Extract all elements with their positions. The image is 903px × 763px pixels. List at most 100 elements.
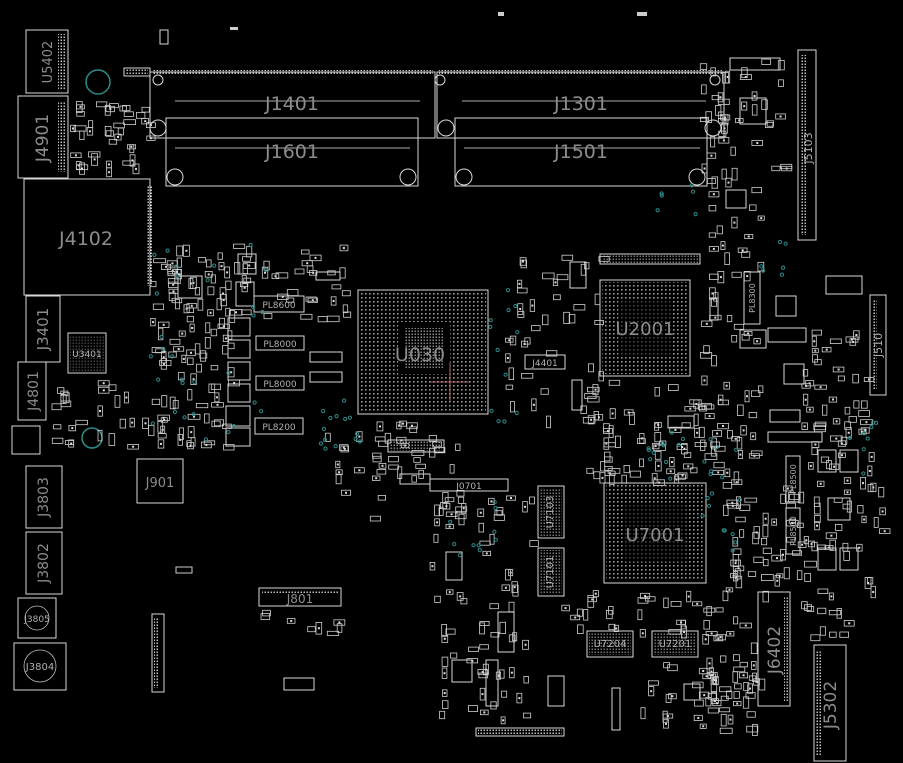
smd-part — [428, 435, 437, 442]
smd-part — [748, 453, 760, 459]
gpu-u7001[interactable]: U7001 — [603, 482, 707, 584]
smd-pad — [809, 464, 812, 467]
chip-u7204[interactable]: U7204 — [586, 630, 634, 658]
smd-pad — [358, 435, 361, 438]
smd-part — [181, 354, 187, 364]
smd-pad — [867, 581, 870, 584]
jack-j3805[interactable]: J3805 — [17, 597, 57, 639]
smd-pad — [816, 524, 818, 527]
cpu-socket-u0301[interactable]: U030 — [357, 289, 489, 415]
smd-part — [807, 540, 815, 548]
smd-part — [761, 538, 768, 546]
port-j4102[interactable]: J4102 — [23, 178, 152, 296]
connector-j6402[interactable]: J6402 — [757, 591, 791, 707]
via — [690, 189, 696, 194]
smd-pad — [185, 249, 188, 252]
chip-u3401[interactable]: U3401 — [67, 332, 107, 374]
smd-pad — [669, 470, 672, 473]
via — [778, 239, 783, 245]
audio-jack-j3802[interactable]: J3802 — [25, 531, 63, 595]
smd-part — [814, 502, 821, 515]
connector-j901[interactable]: J901 — [136, 458, 184, 504]
smd-part — [863, 377, 875, 382]
smd-pad — [190, 351, 192, 354]
chip-u7201[interactable]: U7201 — [651, 630, 699, 658]
inductor-pl8600[interactable]: PL8600 — [253, 295, 305, 313]
smd-part — [508, 367, 514, 380]
j3401-label: J3401 — [34, 308, 52, 352]
smd-pad — [448, 591, 451, 594]
smd-pad — [705, 675, 708, 678]
smd-pad — [531, 304, 534, 307]
smd-pad — [189, 444, 192, 447]
smd-part — [801, 422, 808, 430]
inductor-pl8200[interactable]: PL8200 — [254, 417, 304, 435]
connector-j4401[interactable]: J4401 — [524, 354, 566, 370]
jack-j3804[interactable]: J3804 — [13, 642, 67, 691]
usb-port-u5402[interactable]: U5402 — [25, 29, 69, 94]
smd-part — [553, 294, 561, 301]
smd-part — [505, 384, 514, 390]
smd-part — [227, 367, 235, 378]
inductor-pl8500a[interactable]: PL8500 — [785, 455, 801, 503]
smd-pad — [497, 674, 500, 677]
chip-u7101[interactable]: U7101 — [537, 547, 565, 597]
smd-pad — [332, 300, 335, 302]
smd-pad — [131, 159, 134, 162]
connector-j5302[interactable]: J5302 — [813, 644, 847, 762]
smd-pad — [719, 96, 722, 99]
smd-part — [692, 601, 703, 607]
smd-part — [860, 476, 866, 490]
connector-j801[interactable]: J801 — [258, 587, 342, 607]
connector-j5101[interactable]: J510 — [869, 294, 887, 396]
smd-pad — [753, 95, 756, 97]
smd-part — [753, 556, 764, 563]
chipset-u2001[interactable]: U2001 — [599, 279, 691, 377]
ethernet-port-j4901[interactable]: J4901 — [17, 95, 69, 179]
smd-pad — [724, 118, 727, 121]
smd-part — [654, 421, 662, 428]
smd-part — [726, 631, 735, 637]
j1301-label: J1301 — [553, 93, 608, 115]
connector-j4801[interactable]: J4801 — [17, 361, 47, 421]
smd-part — [730, 559, 741, 567]
memory-slot-j1401[interactable]: J1401 — [149, 70, 436, 139]
smd-pad — [717, 637, 720, 640]
smd-part — [668, 693, 677, 700]
connector-j0701[interactable]: J0701 — [429, 478, 509, 492]
smd-part — [654, 451, 662, 460]
smd-pad — [222, 325, 225, 328]
inductor-pl8300[interactable]: PL8300 — [743, 271, 761, 325]
smd-part — [455, 443, 461, 451]
smd-part — [438, 506, 444, 516]
smd-part — [445, 511, 458, 517]
smd-pad — [125, 396, 128, 399]
smd-part — [51, 403, 62, 411]
smd-part — [376, 421, 384, 432]
smd-part — [763, 559, 769, 567]
connector-j3401[interactable]: J3401 — [25, 295, 61, 363]
smd-part — [542, 314, 549, 326]
smd-part — [703, 345, 710, 354]
memory-slot-j1501[interactable]: J1501 — [454, 117, 708, 187]
smd-part — [242, 262, 256, 269]
smd-part — [837, 375, 845, 382]
inductor-pl8000a[interactable]: PL8000 — [255, 335, 305, 351]
memory-slot-j1301[interactable]: J1301 — [436, 70, 725, 139]
smd-pad — [522, 260, 524, 263]
smd-pad — [152, 321, 154, 324]
smd-pad — [731, 504, 734, 507]
connector-j5103[interactable]: J5103 — [797, 49, 817, 241]
memory-slot-j1601[interactable]: J1601 — [165, 117, 419, 187]
smd-pad — [518, 282, 521, 285]
inductor-pl8000b[interactable]: PL8000 — [255, 375, 305, 391]
smd-part — [733, 471, 740, 484]
smd-pad — [445, 505, 448, 508]
chip-u7103[interactable]: U7103 — [537, 485, 565, 539]
smd-part — [771, 518, 777, 526]
smd-pad — [481, 671, 484, 673]
smd-pad — [343, 448, 346, 450]
audio-jack-j3803[interactable]: J3803 — [25, 465, 63, 529]
smd-part — [719, 686, 732, 693]
smd-part — [114, 395, 121, 408]
